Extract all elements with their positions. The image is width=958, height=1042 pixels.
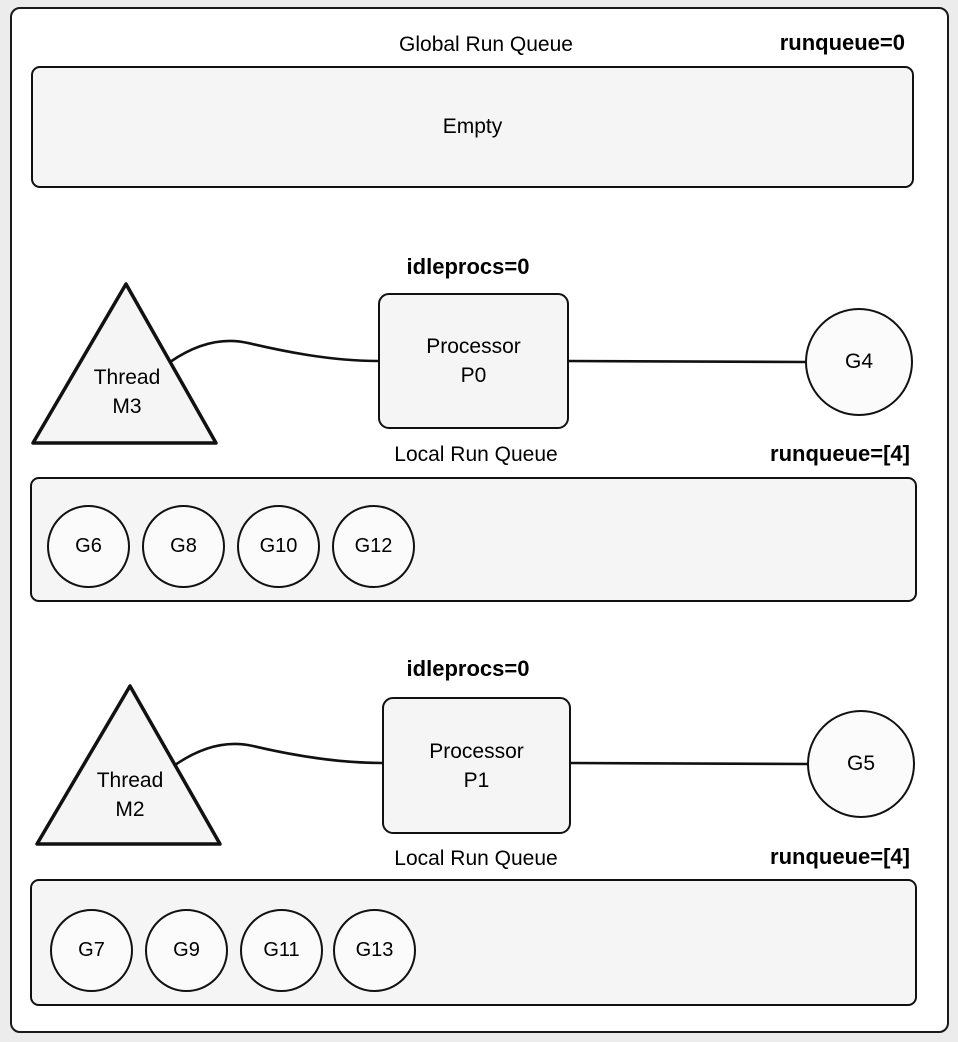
goroutine-g5-label: G5 <box>846 752 875 775</box>
processor-p1-box: Processor P1 <box>382 697 571 834</box>
local-run-queue-title-p1: Local Run Queue <box>394 847 558 870</box>
goroutine-g7-label: G7 <box>78 939 105 961</box>
processor-p0-box: Processor P0 <box>378 293 569 429</box>
thread-m3-triangle-shape <box>31 282 218 445</box>
processor-p0-word: Processor <box>426 335 521 358</box>
thread-m3-label-id: M3 <box>112 395 142 418</box>
global-run-queue-empty-label: Empty <box>442 115 503 138</box>
global-run-queue-box: Empty <box>31 66 914 188</box>
thread-m2-label-id: M2 <box>115 798 145 821</box>
thread-m3-triangle <box>31 282 218 445</box>
goroutine-g12-circle: G12 <box>332 505 415 588</box>
goroutine-g4-label: G4 <box>844 350 873 373</box>
goroutine-g10-label: G10 <box>259 535 298 557</box>
local-runqueue-counter-p1: runqueue=[4] <box>770 844 910 869</box>
idleprocs-label-p1: idleprocs=0 <box>406 656 530 681</box>
global-run-queue-title: Global Run Queue <box>399 33 573 56</box>
local-run-queue-title-p0: Local Run Queue <box>394 443 558 466</box>
goroutine-g13-label: G13 <box>355 939 394 961</box>
thread-m2-label-word: Thread <box>96 769 164 792</box>
local-run-queue-box-p1: G7 G9 G11 G13 <box>30 879 917 1006</box>
thread-m2-label: Thread M2 <box>50 766 210 824</box>
goroutine-g8-label: G8 <box>170 535 197 557</box>
local-runqueue-counter-p0: runqueue=[4] <box>770 441 910 466</box>
processor-p1-word: Processor <box>429 739 524 763</box>
goroutine-g13-circle: G13 <box>333 909 416 992</box>
goroutine-g8-circle: G8 <box>142 505 225 588</box>
goroutine-g11-label: G11 <box>263 939 300 961</box>
thread-m2-triangle <box>35 684 222 846</box>
idleprocs-label-p0: idleprocs=0 <box>406 254 530 279</box>
processor-p0-id: P0 <box>460 364 487 387</box>
goroutine-g5-circle: G5 <box>807 710 915 818</box>
processor-p1-id: P1 <box>463 768 490 792</box>
thread-m3-label: Thread M3 <box>47 363 207 421</box>
goroutine-g11-circle: G11 <box>240 909 323 992</box>
thread-m3-label-word: Thread <box>93 366 161 389</box>
goroutine-g9-label: G9 <box>173 939 200 961</box>
local-run-queue-box-p0: G6 G8 G10 G12 <box>30 477 917 602</box>
goroutine-g6-label: G6 <box>75 535 102 557</box>
goroutine-g7-circle: G7 <box>50 909 133 992</box>
goroutine-g6-circle: G6 <box>47 505 130 588</box>
goroutine-g9-circle: G9 <box>145 909 228 992</box>
global-runqueue-counter: runqueue=0 <box>779 30 905 55</box>
goroutine-g12-label: G12 <box>354 535 393 557</box>
goroutine-g4-circle: G4 <box>805 308 913 416</box>
goroutine-g10-circle: G10 <box>237 505 320 588</box>
